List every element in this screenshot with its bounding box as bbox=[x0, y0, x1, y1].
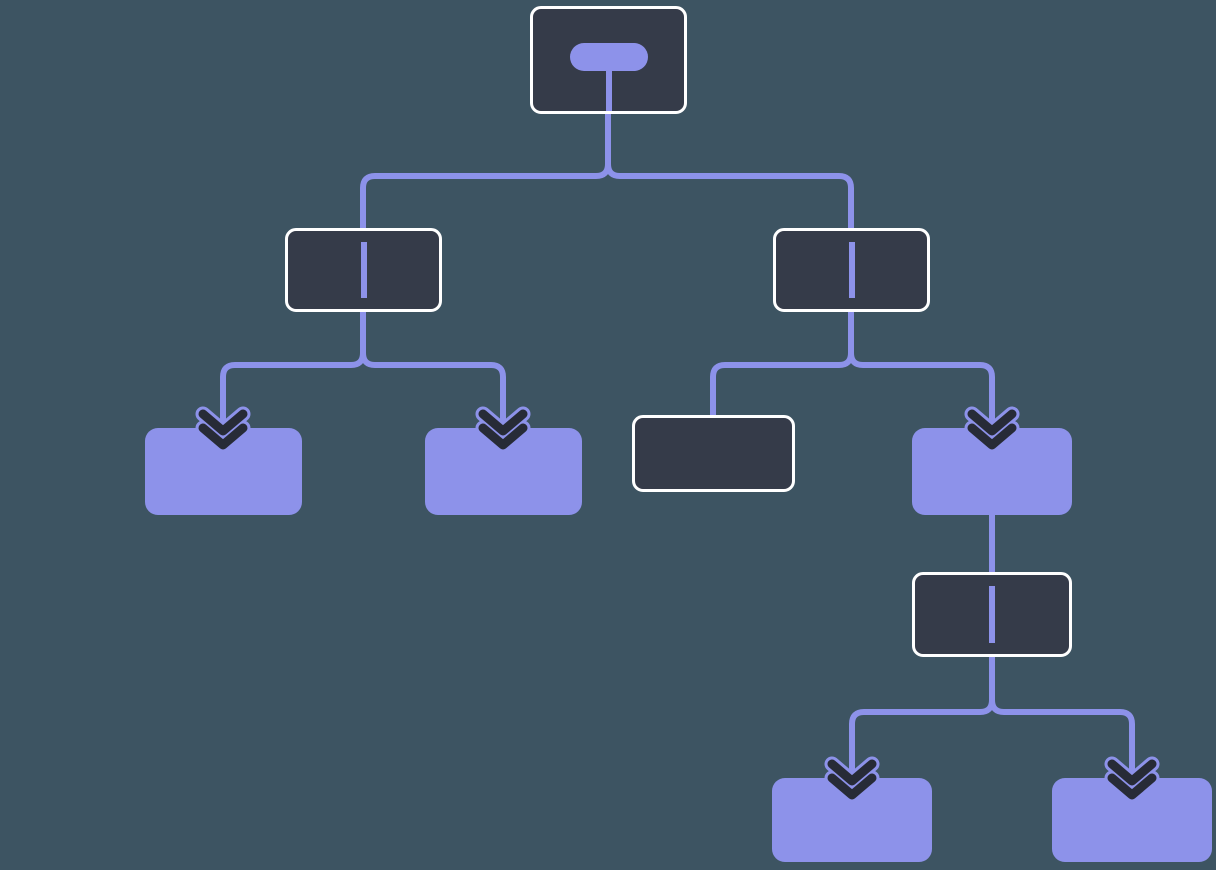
branch-node-bottom-divider bbox=[989, 586, 995, 643]
root-node-pill bbox=[569, 43, 648, 71]
branch-node-left bbox=[285, 228, 442, 312]
connector-branch-left-to-leaf-1 bbox=[220, 308, 366, 434]
branch-node-bottom bbox=[912, 572, 1072, 657]
connector-branch-left-to-leaf-2 bbox=[360, 308, 506, 434]
connector-branch-bottom-to-leaf-4 bbox=[849, 654, 995, 784]
leaf-node-1 bbox=[145, 428, 302, 515]
connector-branch-right-to-child-plain bbox=[710, 308, 854, 421]
leaf-node-5 bbox=[1052, 778, 1212, 862]
leaf-node-3 bbox=[912, 428, 1072, 515]
connector-branch-bottom-to-leaf-5 bbox=[989, 654, 1135, 784]
branch-node-right-divider bbox=[848, 242, 855, 298]
connector-branch-right-to-leaf-3 bbox=[848, 308, 995, 434]
branch-node-right bbox=[773, 228, 930, 312]
root-node bbox=[530, 6, 687, 114]
root-node-stem bbox=[605, 67, 612, 111]
connector-root-to-branch-right bbox=[605, 110, 854, 232]
leaf-node-2 bbox=[425, 428, 582, 515]
child-node-plain bbox=[632, 415, 795, 492]
leaf-node-4 bbox=[772, 778, 932, 862]
connector-root-to-branch-left bbox=[360, 110, 611, 232]
branch-node-left-divider bbox=[360, 242, 367, 298]
